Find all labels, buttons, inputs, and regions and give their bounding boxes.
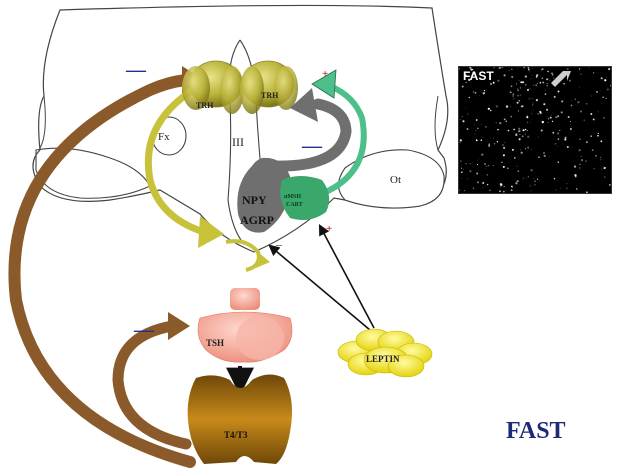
micrograph-arrow-icon xyxy=(551,71,571,87)
minus-sign-leptin: – xyxy=(275,237,283,251)
brain-inner-line xyxy=(434,95,439,151)
trh-left-label: TRH xyxy=(196,101,214,110)
optic-tract-outline xyxy=(337,149,445,209)
npy-agrp-neuron xyxy=(237,157,291,233)
amsh-label: αMSH xyxy=(284,194,301,200)
yellow-arrowhead xyxy=(198,216,224,248)
agrp-label: AGRP xyxy=(240,213,274,227)
fast-caption: FAST xyxy=(506,418,566,444)
trh-neuron-right xyxy=(240,60,298,114)
brown-arrowhead-tsh xyxy=(168,312,190,340)
brain-outline xyxy=(32,4,449,253)
leptin-arrow-to-amsh xyxy=(318,224,375,329)
ot-label: Ot xyxy=(390,174,401,186)
thyroid-gland xyxy=(187,374,292,464)
green-arrowhead xyxy=(311,69,337,99)
brain-inner-line xyxy=(39,95,46,149)
minus-sign-tsh: — xyxy=(133,319,155,341)
trh-right-label: TRH xyxy=(261,91,279,100)
tsh-label: TSH xyxy=(206,338,224,348)
gray-npy-arrow xyxy=(266,98,352,172)
plus-sign-trh: + xyxy=(322,68,328,80)
leptin-cluster xyxy=(337,328,433,378)
third-ventricle-label: III xyxy=(232,135,244,149)
t4t3-label: T4/T3 xyxy=(224,430,248,440)
gray-arrowhead xyxy=(290,88,318,122)
yellow-arrow-tail xyxy=(225,239,261,272)
pituitary-tsh xyxy=(197,288,293,363)
brown-feedback-arrow-trh xyxy=(8,74,196,468)
fx-label: Fx xyxy=(158,131,170,143)
leptin-label: LEPTIN xyxy=(366,354,400,364)
npy-label: NPY xyxy=(242,193,267,207)
yellow-small-arrowhead xyxy=(256,252,270,268)
micrograph-image xyxy=(459,67,611,193)
brown-feedback-arrow-tsh xyxy=(112,320,192,450)
minus-sign-trh: — xyxy=(125,59,147,81)
trh-neuron-left xyxy=(182,60,244,114)
leptin-arrow-to-npy xyxy=(268,244,371,331)
yellow-trh-arrow xyxy=(144,88,208,236)
minus-sign-npy: — xyxy=(301,135,323,157)
inset-label: FAST xyxy=(463,69,494,83)
cart-label: CART xyxy=(286,202,303,208)
green-amsh-arrow xyxy=(323,83,367,195)
fast-micrograph-inset: FAST xyxy=(458,66,612,194)
amsh-cart-neuron xyxy=(280,176,330,220)
plus-sign-leptin: + xyxy=(326,223,332,235)
